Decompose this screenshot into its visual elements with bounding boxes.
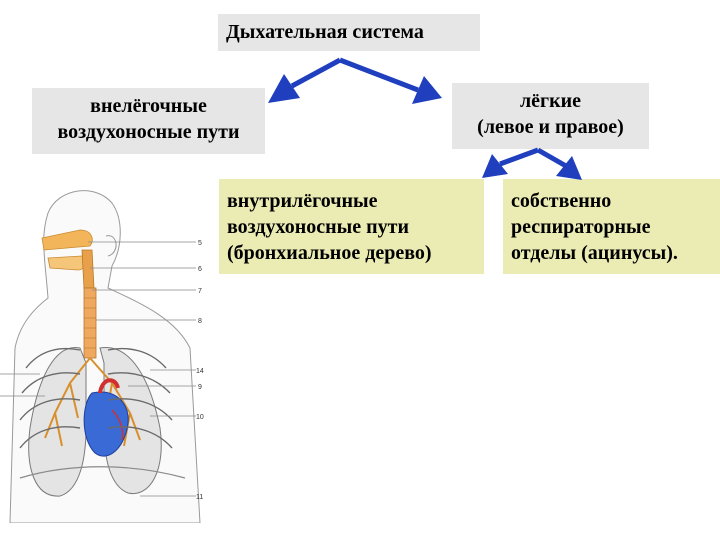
label-14: 14 [196, 368, 204, 375]
acini-line-1: собственно [511, 190, 612, 212]
intrapulmonary-airways-box: внутрилёгочные воздухоносные пути (бронх… [219, 179, 484, 274]
nasal-cavity [41, 229, 93, 251]
label-10: 10 [196, 414, 204, 421]
extrapulmonary-line-2: воздухоносные пути [57, 121, 240, 143]
lungs-line-1: лёгкие [519, 90, 582, 112]
aorta [98, 378, 120, 394]
ear [105, 235, 117, 257]
label-11: 11 [196, 494, 203, 501]
arrow-head-right [412, 76, 442, 104]
label-6: 6 [198, 266, 202, 273]
intrapulmonary-line-3: (бронхиальное дерево) [227, 242, 432, 264]
label-5: 5 [198, 240, 202, 247]
ribs [19, 347, 173, 449]
oral-cavity [47, 255, 86, 271]
lungs-box: лёгкие (левое и правое) [452, 83, 649, 149]
arrow-to-lungs [339, 57, 419, 93]
arrow-to-extrapulmonary [290, 57, 342, 89]
extrapulmonary-airways-box: внелёгочные воздухоносные пути [32, 88, 265, 154]
diagram-title: Дыхательная система [226, 21, 424, 43]
intrapulmonary-line-2: воздухоносные пути [227, 216, 409, 238]
arrow-to-intrapulmonary [499, 147, 539, 167]
vessel-left [111, 409, 124, 441]
label-8: 8 [198, 318, 202, 325]
trachea [83, 287, 97, 359]
extrapulmonary-line-1: внелёгочные [90, 95, 207, 117]
label-9: 9 [198, 384, 202, 391]
acini-line-3: отделы (ацинусы). [511, 242, 678, 264]
intrapulmonary-line-1: внутрилёгочные [227, 190, 378, 212]
lungs-line-2: (левое и правое) [477, 116, 624, 138]
arrow-head-lower-right [556, 156, 582, 180]
respiratory-system-illustration: 5 6 7 8 14 9 10 11 [0, 190, 204, 523]
arrow-head-lower-left [482, 154, 508, 178]
connector-arrows [268, 57, 582, 180]
label-7: 7 [198, 288, 202, 295]
diaphragm [19, 466, 186, 479]
pharynx [81, 249, 95, 289]
arrow-head-left [268, 74, 300, 103]
arrow-to-acini [536, 147, 568, 169]
acini-line-2: респираторные [511, 216, 651, 238]
title-box: Дыхательная система [218, 14, 480, 51]
respiratory-acini-box: собственно респираторные отделы (ацинусы… [503, 179, 720, 274]
